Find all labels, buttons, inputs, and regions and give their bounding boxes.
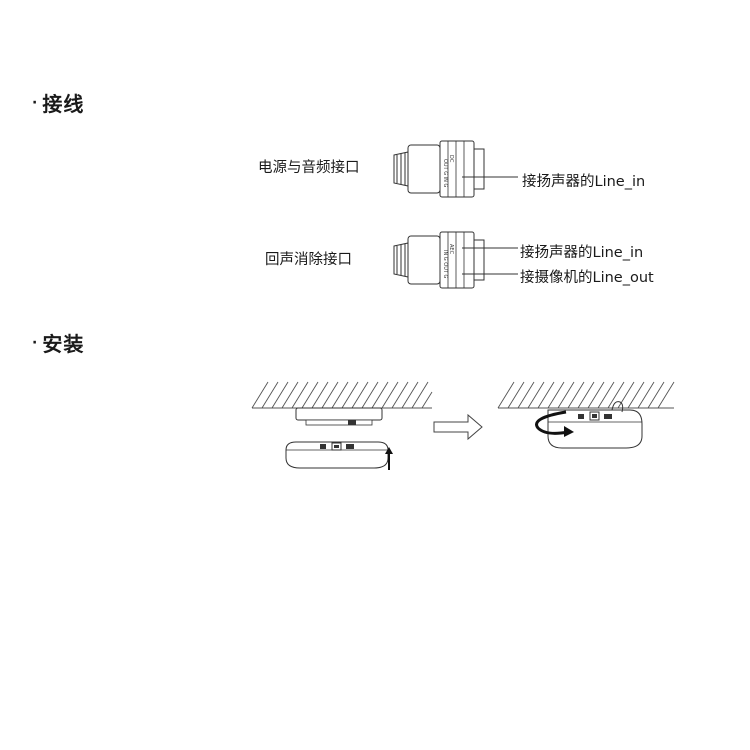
connector-pin-text: DC [448, 155, 454, 163]
install-diagram-after [497, 381, 675, 449]
power-audio-connector-diagram: DC OUT G IN G [393, 140, 518, 198]
callout-camera-line-out: 接摄像机的Line_out [520, 270, 654, 286]
mounting-bracket [295, 407, 383, 421]
callout-speaker-line-in: 接扬声器的Line_in [520, 245, 644, 261]
bullet: · [32, 95, 39, 111]
connector-pin-text: IN G OUT G [442, 250, 448, 279]
power-audio-interface-label: 电源与音频接口 [258, 160, 360, 176]
section-title-install: ·安装 [32, 328, 84, 357]
connector-cap [473, 148, 485, 190]
connector-body [407, 235, 441, 285]
section-title-wiring: ·接线 [32, 88, 84, 117]
section-title-text: 接线 [42, 92, 85, 116]
section-title-text: 安装 [42, 332, 85, 356]
ceiling-hatch [497, 381, 675, 409]
ceiling-hatch [251, 381, 433, 409]
connector-ridges [393, 242, 409, 278]
echo-cancel-interface-label: 回声消除接口 [265, 252, 352, 268]
connector-pin-text: OUT G IN G [442, 159, 448, 188]
bullet: · [32, 335, 39, 351]
rotate-arrow-icon [535, 410, 574, 437]
device-body [547, 409, 643, 449]
install-diagram-before [251, 381, 433, 470]
callout-speaker-line-in: 接扬声器的Line_in [522, 174, 646, 190]
up-arrow-icon [385, 447, 393, 470]
right-arrow-icon [433, 413, 483, 441]
connector-body [407, 144, 441, 194]
connector-ridges [393, 151, 409, 187]
echo-cancel-connector-diagram: AEC IN G OUT G [393, 231, 518, 289]
connector-cap [473, 239, 485, 281]
connector-pin-text: AEC [448, 244, 454, 255]
